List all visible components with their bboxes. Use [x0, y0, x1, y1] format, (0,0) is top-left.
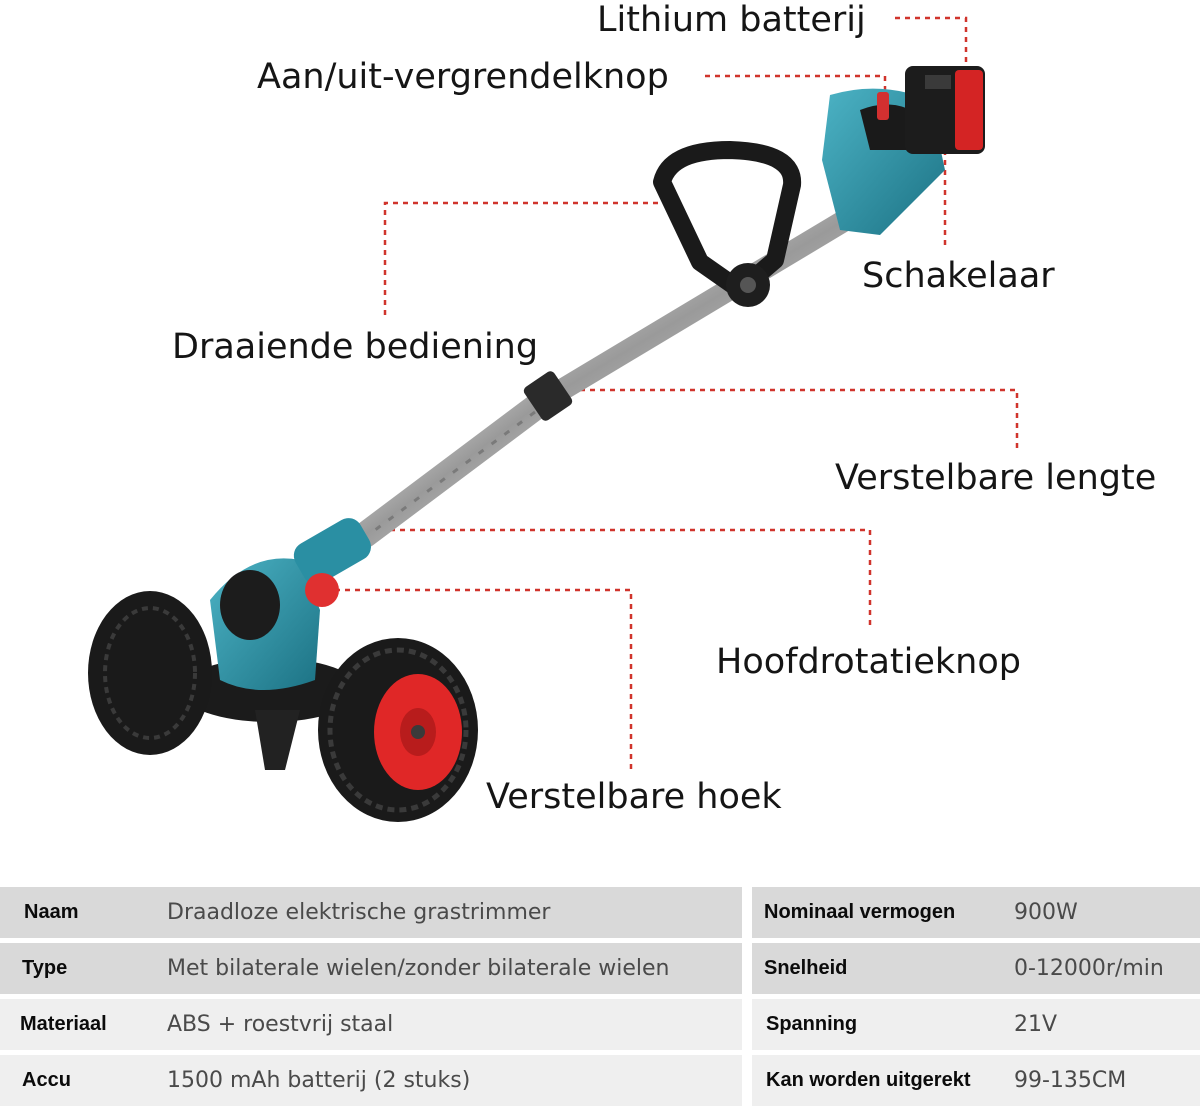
wheel-left [88, 591, 212, 755]
trimmer-head [180, 518, 372, 770]
spec-row-type: Type Met bilaterale wielen/zonder bilate… [0, 943, 742, 994]
grass-trimmer-illustration [88, 16, 1019, 822]
callout-rotating-handle: Draaiende bediening [172, 327, 539, 367]
spec-value: 1500 mAh batterij (2 stuks) [167, 1068, 471, 1093]
spec-label: Spanning [766, 1013, 858, 1035]
spec-table-left: Naam Draadloze elektrische grastrimmer T… [0, 887, 742, 1111]
callout-switch: Schakelaar [862, 256, 1055, 296]
spec-value: 900W [1014, 900, 1078, 925]
spec-value: Draadloze elektrische grastrimmer [167, 900, 551, 925]
spec-row-battery: Accu 1500 mAh batterij (2 stuks) [0, 1055, 742, 1106]
battery-pack [905, 66, 985, 154]
spec-row-speed: Snelheid 0-12000r/min [752, 943, 1200, 994]
main-rotation-knob-graphic [305, 573, 339, 607]
callout-adjustable-angle: Verstelbare hoek [486, 777, 782, 817]
spec-value: 0-12000r/min [1014, 956, 1164, 981]
handle-housing [822, 66, 985, 235]
callout-lithium-battery: Lithium batterij [597, 0, 866, 40]
spec-label: Snelheid [764, 957, 848, 979]
spec-label: Nominaal vermogen [764, 901, 956, 923]
spec-row-extendable: Kan worden uitgerekt 99-135CM [752, 1055, 1200, 1106]
callout-onoff-lock-button: Aan/uit-vergrendelknop [257, 57, 669, 97]
spec-row-material: Materiaal ABS + roestvrij staal [0, 999, 742, 1050]
callout-main-rotation-knob: Hoofdrotatieknop [716, 642, 1021, 682]
spec-row-rated-power: Nominaal vermogen 900W [752, 887, 1200, 938]
callout-adjustable-length: Verstelbare lengte [835, 458, 1157, 498]
wheel-right [318, 638, 478, 822]
leader-line-main-knob [380, 528, 872, 630]
leader-line-rotating-handle [383, 201, 680, 315]
telescopic-shaft [352, 211, 853, 548]
spec-row-voltage: Spanning 21V [752, 999, 1200, 1050]
leader-line-lock-button [705, 74, 887, 118]
spec-label: Materiaal [20, 1013, 107, 1035]
spec-label: Type [22, 957, 68, 979]
d-handle [653, 141, 802, 307]
spec-value: 99-135CM [1014, 1068, 1127, 1093]
spec-label: Accu [22, 1069, 71, 1091]
spec-value: 21V [1014, 1012, 1058, 1037]
spec-row-name: Naam Draadloze elektrische grastrimmer [0, 887, 742, 938]
spec-label: Naam [24, 901, 79, 923]
spec-value: Met bilaterale wielen/zonder bilaterale … [167, 956, 670, 981]
spec-table-right: Nominaal vermogen 900W Snelheid 0-12000r… [752, 887, 1200, 1111]
spec-value: ABS + roestvrij staal [167, 1012, 394, 1037]
spec-label: Kan worden uitgerekt [766, 1069, 971, 1091]
leader-line-length [560, 388, 1019, 448]
